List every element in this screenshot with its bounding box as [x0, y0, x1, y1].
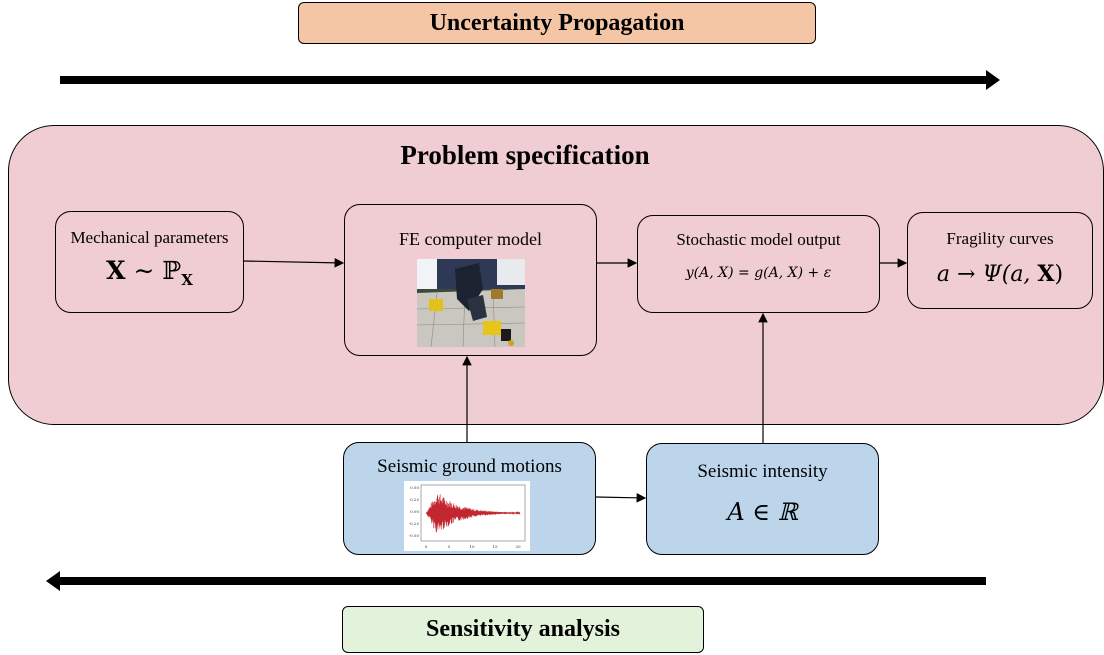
- seismic-intensity-formula: A ∈ ℝ: [727, 498, 798, 526]
- x-tick-labels: 0 5 10 15 20: [425, 544, 521, 549]
- y-tick-label: 0.50: [410, 485, 419, 490]
- y-tick-label: -0.50: [409, 533, 420, 538]
- stochastic-model-output-title: Stochastic model output: [676, 230, 841, 249]
- mechanical-parameters-formula: X ∼ ℙX: [106, 256, 193, 289]
- fe-computer-model-box: FE computer model: [344, 204, 597, 356]
- fe-computer-model-title: FE computer model: [399, 229, 542, 249]
- accelerogram-plot: 0.50 0.25 0.00 -0.25 -0.50 0 5 10 15 20: [404, 481, 530, 551]
- y-tick-label: 0.00: [410, 509, 419, 514]
- x-tick-label: 10: [469, 544, 475, 549]
- sensitivity-arrow: [46, 571, 986, 591]
- seismic-ground-motions-box: Seismic ground motions 0.50 0.25 0.00 -0.25…: [343, 442, 596, 555]
- mechanical-parameters-box: Mechanical parameters X ∼ ℙX: [55, 211, 244, 313]
- x-tick-label: 15: [492, 544, 498, 549]
- seismic-intensity-title: Seismic intensity: [697, 461, 828, 482]
- y-tick-label: -0.25: [409, 521, 420, 526]
- stochastic-model-output-box: Stochastic model output y(A, X) = g(A, X…: [637, 215, 880, 313]
- fragility-curves-formula: a → Ψ(a, X): [936, 261, 1064, 287]
- problem-specification-title: Problem specification: [400, 140, 650, 170]
- shaking-table-photo: [417, 259, 525, 347]
- ground-motion-signal: [425, 494, 521, 533]
- y-tick-label: 0.25: [410, 497, 419, 502]
- fragility-curves-title: Fragility curves: [946, 229, 1054, 248]
- stochastic-model-output-formula: y(A, X) = g(A, X) + ε: [685, 265, 832, 281]
- x-tick-label: 0: [425, 544, 428, 549]
- sensitivity-analysis-banner: Sensitivity analysis: [342, 606, 704, 653]
- mech-to-fe-arrow: [243, 258, 345, 268]
- mechanical-parameters-title: Mechanical parameters: [70, 228, 229, 247]
- ground-to-intensity-arrow: [595, 493, 647, 503]
- uncertainty-propagation-banner: Uncertainty Propagation: [298, 2, 816, 44]
- sensitivity-analysis-label: Sensitivity analysis: [425, 616, 621, 642]
- x-tick-label: 5: [448, 544, 451, 549]
- seismic-intensity-box: Seismic intensity A ∈ ℝ: [646, 443, 879, 555]
- problem-specification-panel: [8, 125, 1104, 425]
- uncertainty-propagation-label: Uncertainty Propagation: [429, 9, 685, 36]
- seismic-ground-motions-title: Seismic ground motions: [377, 456, 562, 477]
- propagation-arrow: [60, 70, 1000, 90]
- x-tick-label: 20: [515, 544, 521, 549]
- y-tick-labels: 0.50 0.25 0.00 -0.25 -0.50: [409, 485, 420, 538]
- fragility-curves-box: Fragility curves a → Ψ(a, X): [907, 212, 1093, 309]
